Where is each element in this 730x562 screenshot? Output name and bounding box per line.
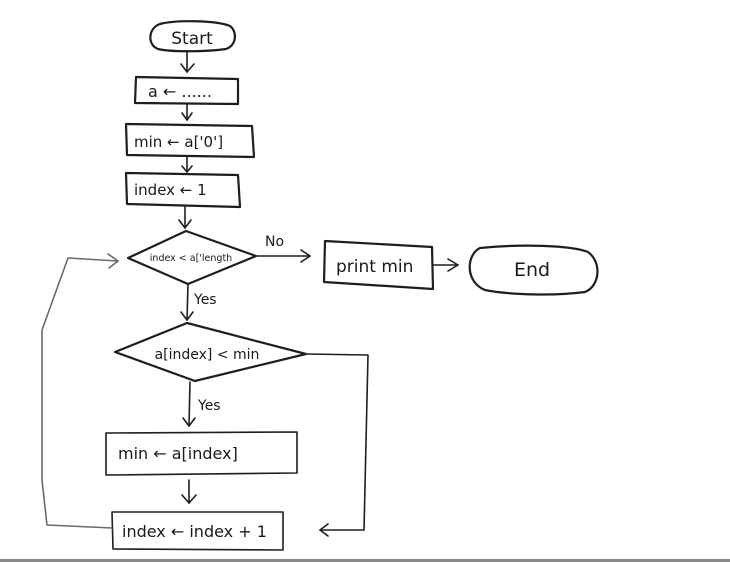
node-update-min: min ← a[index] — [105, 431, 298, 476]
edge-init-index-to-loop-cond — [178, 206, 192, 229]
edge-update-min-to-increment — [181, 479, 197, 504]
node-increment: index ← index + 1 — [111, 511, 284, 551]
edge-label-yes-loop: Yes — [193, 292, 217, 308]
init-a-label: a ← ...... — [148, 82, 212, 101]
end-label: End — [514, 259, 550, 281]
node-init-index: index ← 1 — [124, 171, 242, 209]
start-label: Start — [171, 29, 213, 49]
node-start: Start — [149, 20, 236, 53]
print-label: print min — [336, 257, 413, 277]
edge-compare-yes-to-update-min: Yes — [182, 381, 221, 427]
edge-start-to-init-a — [180, 51, 195, 73]
node-init-min: min ← a['0'] — [124, 122, 256, 159]
node-init-a: a ← ...... — [133, 75, 240, 106]
increment-label: index ← index + 1 — [122, 522, 267, 541]
node-print: print min — [322, 239, 435, 291]
init-min-label: min ← a['0'] — [134, 133, 223, 151]
edge-loop-no-to-print: No — [255, 234, 311, 263]
bottom-border — [0, 559, 730, 562]
node-loop-condition: index < a['length — [126, 229, 258, 286]
edge-print-to-end — [432, 258, 459, 272]
edge-increment-to-loop-cond — [41, 253, 119, 529]
compare-label: a[index] < min — [155, 347, 260, 363]
edge-label-no: No — [265, 234, 284, 250]
init-index-label: index ← 1 — [134, 181, 207, 199]
edge-label-yes-compare: Yes — [197, 398, 221, 414]
loop-condition-label: index < a['length — [150, 253, 232, 264]
edge-init-min-to-init-index — [181, 156, 193, 173]
edge-loop-yes-to-compare: Yes — [180, 283, 217, 321]
edge-init-a-to-init-min — [181, 103, 193, 121]
node-compare: a[index] < min — [113, 321, 308, 383]
node-end: End — [468, 244, 599, 296]
edge-compare-no-to-increment — [305, 353, 369, 537]
update-min-label: min ← a[index] — [118, 444, 238, 463]
